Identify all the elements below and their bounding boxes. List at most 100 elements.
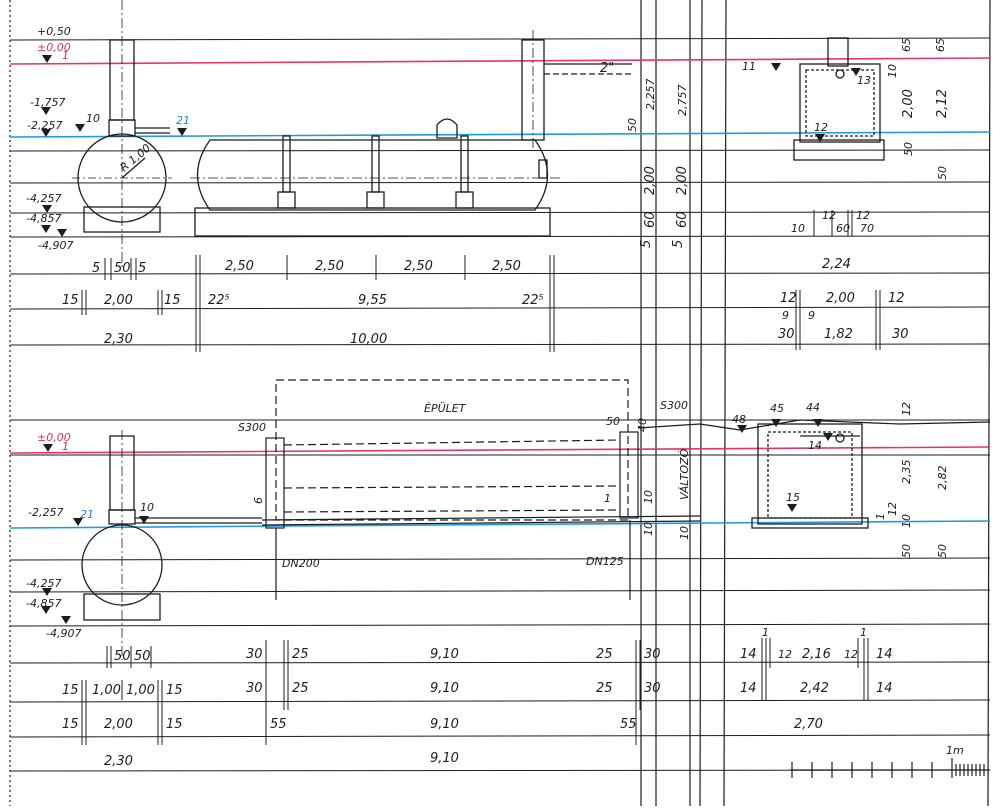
b-dim-100a: 1,00 [92,683,121,698]
top-section-geometry [72,0,172,270]
sd-1: 1 [874,513,887,520]
vertical-grid [9,0,991,807]
p-r3-55b: 55 [620,717,637,732]
b-dim-50b: 50 [134,649,151,664]
b-dim-100b: 1,00 [126,683,155,698]
level-top: +0,50 [37,25,71,38]
scale-label: 1m [946,744,964,757]
end-offset-left: 22⁵ [208,293,230,308]
sb-r2-14b: 14 [876,681,893,696]
pipe-label: 2" [600,61,614,76]
sd-50a: 50 [900,544,913,558]
p-r2-25a: 25 [292,681,309,696]
dim-2757: 2,757 [676,85,689,117]
sb-r1-1b: 1 [860,626,867,639]
dim-15b: 15 [164,293,181,308]
top-section-triangles [41,55,187,237]
p-r1-30a: 30 [246,647,263,662]
sb-r1-14b: 14 [876,647,893,662]
dim-200-b: 2,00 [675,166,690,195]
shaft-wall-right: 12 [888,291,905,306]
level-ground: ±0,00 [37,41,71,54]
b-dim-15c: 15 [62,717,79,732]
dim-230: 2,30 [104,332,133,347]
p-r2-25b: 25 [596,681,613,696]
rd-212: 2,12 [935,89,950,118]
dn125-label: DN125 [586,555,624,568]
p-r1-25b: 25 [596,647,613,662]
dim-200-a: 2,00 [643,166,658,195]
bottom-section-geometry [81,430,262,660]
mark-6: 6 [252,497,265,504]
level-2257: -2,257 [27,119,62,132]
b-level-2257: -2,257 [28,506,63,519]
tank-radius: R 1,00 [118,141,154,174]
sb-r2-14a: 14 [740,681,757,696]
total-length: 10,00 [350,332,387,347]
top-section-ticks [81,258,163,315]
bottom-plan-labels: ÉPÜLET S300 S300 DN200 DN125 VÁLTOZÓ 50 … [238,399,691,766]
top-shaft-labels: 11 13 12 10 12 60 12 70 2,24 12 2,00 12 … [742,38,950,342]
p-r3-910: 9,10 [430,717,459,732]
dim-50: 50 [114,261,131,276]
top-elevation-ticks [195,255,555,352]
ground-marker: 1 [62,49,69,62]
rd-65a: 65 [900,38,913,52]
wall-10: 10 [791,222,805,235]
sb-r1-14a: 14 [740,647,757,662]
rd-50b: 50 [936,166,949,180]
shaft-inner: 2,00 [826,291,855,306]
bottom-30a: 30 [778,327,795,342]
dim-200: 2,00 [104,293,133,308]
b-dim-15a: 15 [62,683,79,698]
s300-right: S300 [660,399,688,412]
marker-44: 44 [806,401,820,414]
dim-2257: 2,257 [644,79,657,111]
rd-65b: 65 [934,38,947,52]
sb-r3-270: 2,70 [794,717,823,732]
b-level-4857: -4,857 [26,597,61,610]
spacing-2: 2,50 [315,259,344,274]
rd-50a: 50 [902,142,915,156]
p-r1-25a: 25 [292,647,309,662]
marker-14: 14 [808,439,822,452]
top-shaft-ticks [795,210,881,350]
bottom-182: 1,82 [824,327,853,342]
sb-r1-216: 2,16 [802,647,831,662]
sd-10: 10 [900,514,913,528]
sb-r1-12a: 12 [778,648,792,661]
b-inflow-marker: 10 [140,501,154,514]
sub-9a: 9 [782,309,789,322]
wall-12b: 12 [856,209,870,222]
grade-lines [9,57,991,454]
rd-10: 10 [886,64,899,78]
sd-12b: 12 [886,502,899,516]
b-level-4257: -4,257 [26,577,61,590]
bottom-shaft-triangles [737,419,833,512]
bottom-shaft-ticks [761,638,869,700]
dim-5b: 5 [138,261,146,276]
water-marker: 21 [176,114,190,127]
mark-10a: 10 [642,490,655,504]
bottom-plan-geometry [261,379,991,600]
p-r3-55a: 55 [270,717,287,732]
sb-r2-242: 2,42 [800,681,829,696]
scale-bar [790,758,990,778]
b-dim-15d: 15 [166,717,183,732]
b-level-4907: -4,907 [46,627,81,640]
water-lines [9,131,991,529]
sd-282: 2,82 [936,466,949,491]
rd-200: 2,00 [901,89,916,118]
dim-5-b: 5 [671,240,686,248]
marker-13: 13 [857,74,871,87]
bottom-section-ticks [81,646,163,745]
dn200-label: DN200 [282,557,320,570]
end-offset-right: 22⁵ [522,293,544,308]
p-r1-910: 9,10 [430,647,459,662]
marker-11: 11 [742,60,756,73]
mark-10c: 10 [678,526,691,540]
b-dim-200: 2,00 [104,717,133,732]
dim-60-b: 60 [675,211,690,228]
top-elevation-labels: 2" 2,50 2,50 2,50 2,50 22⁵ 9,55 22⁵ 10,0… [208,61,614,347]
b-ground-marker: 1 [62,440,69,453]
